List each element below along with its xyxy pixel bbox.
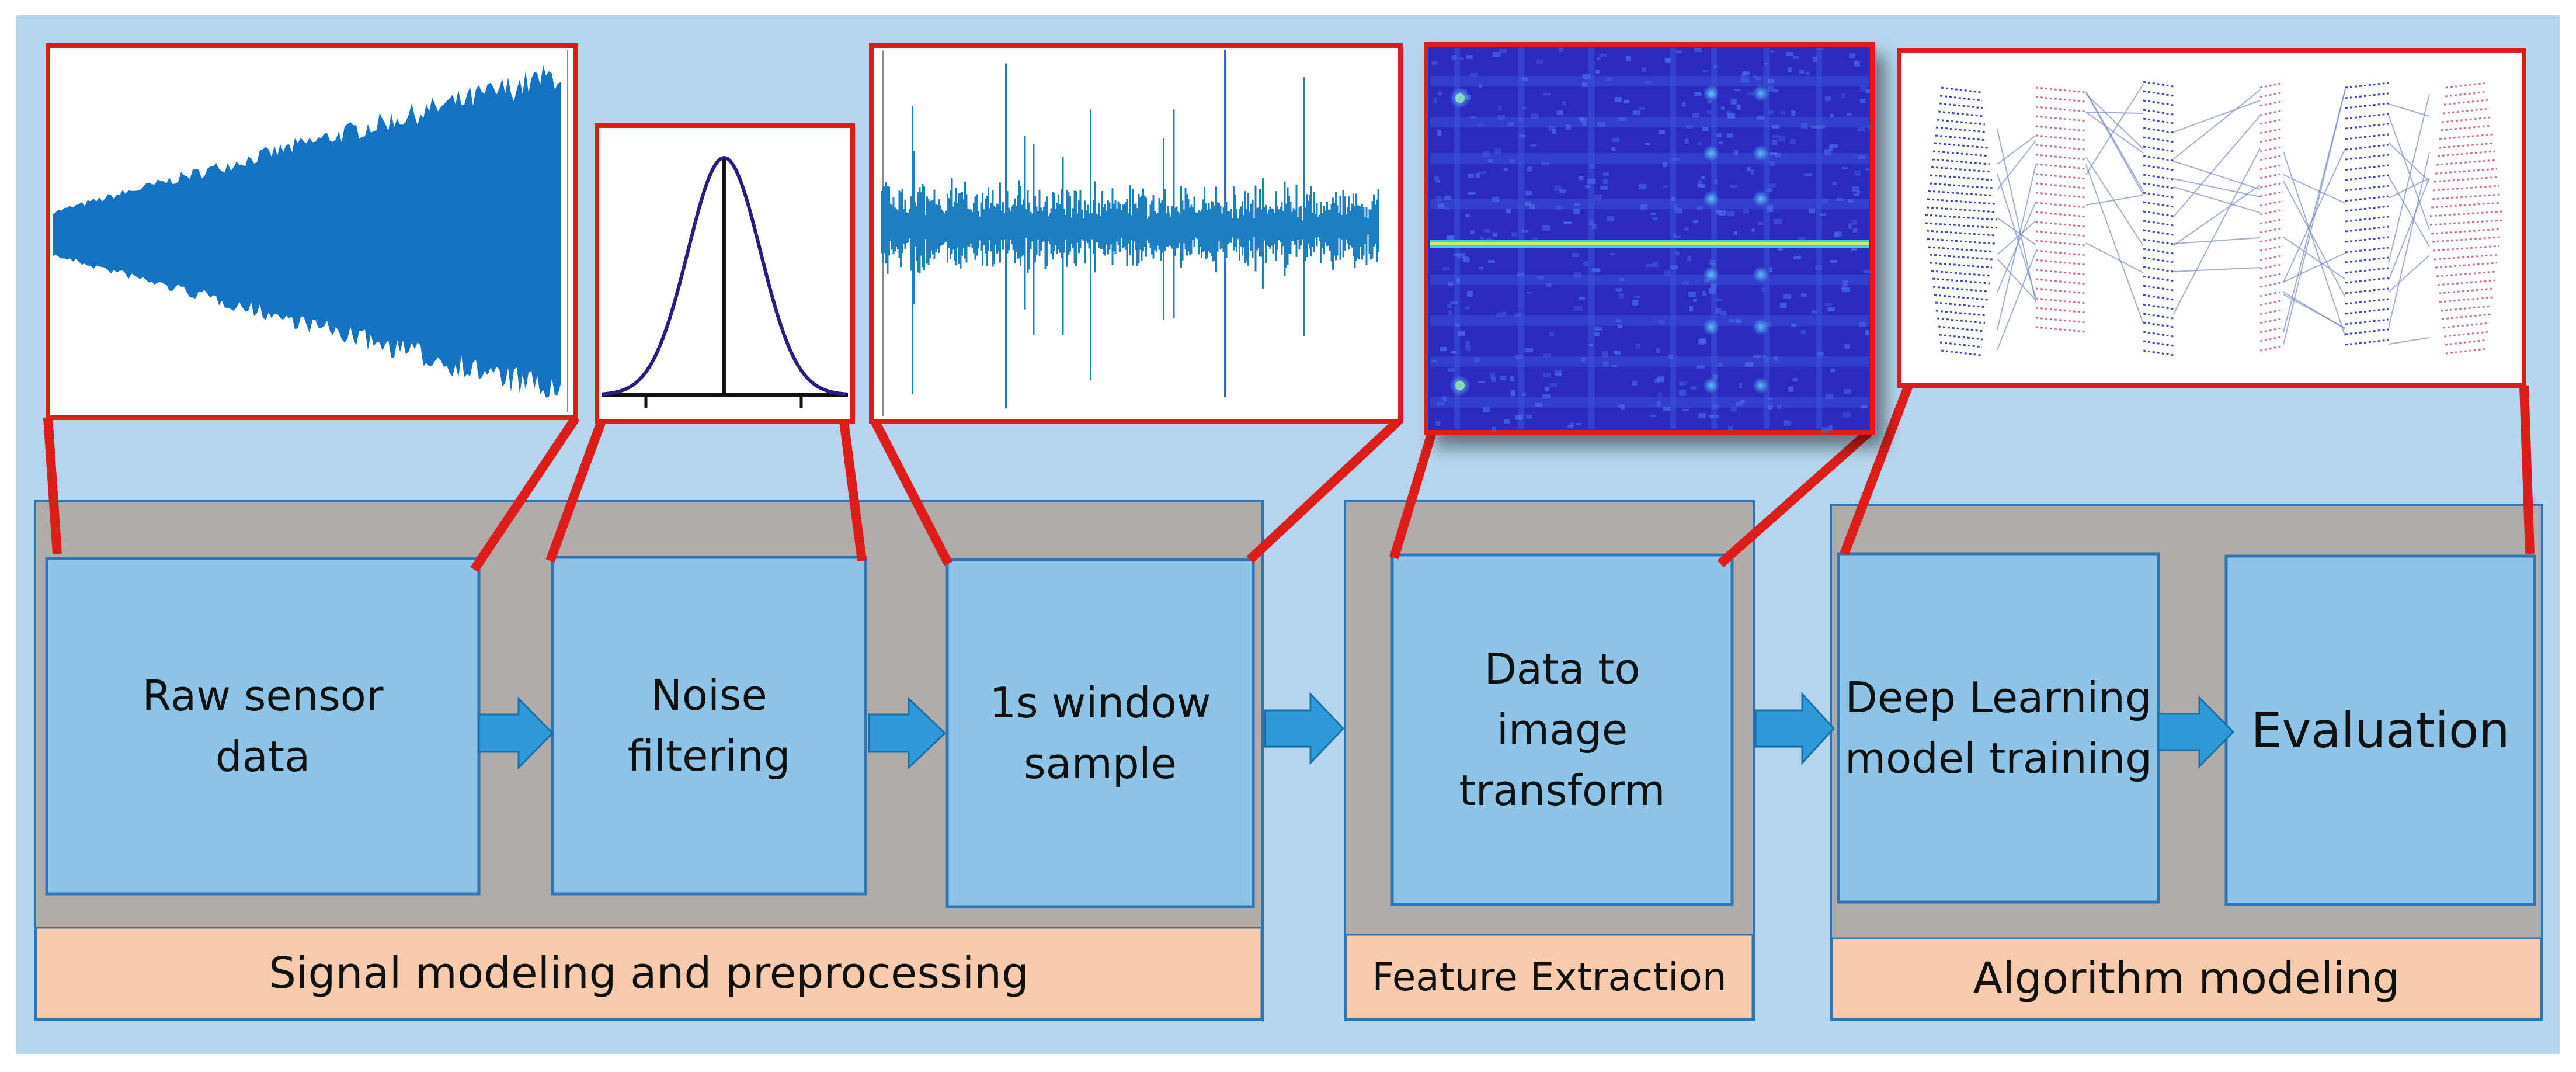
growing-waveform-plot	[46, 43, 578, 420]
network-layers	[1925, 81, 2503, 356]
arrow-right-icon	[2157, 695, 2235, 769]
band-feature-extraction	[1345, 934, 1754, 1020]
waveform-signal	[881, 50, 1379, 409]
band-algorithm-modeling	[1831, 937, 2542, 1020]
heatmap-image	[1424, 42, 1875, 435]
arrow-right-icon	[478, 696, 554, 770]
step-noise-filtering	[551, 556, 867, 896]
waveform-signal	[53, 65, 561, 398]
step-raw-sensor-data	[45, 557, 481, 896]
neural-network-diagram	[1897, 48, 2526, 388]
spiky-waveform-plot	[869, 43, 1403, 424]
heatmap-pattern	[1430, 48, 1871, 433]
step-deep-learning	[1837, 552, 2160, 904]
step-1s-window-sample	[945, 558, 1255, 908]
gaussian-curve-plot	[595, 123, 855, 424]
arrow-right-icon	[1264, 692, 1345, 765]
step-evaluation	[2224, 554, 2536, 906]
band-signal-modeling	[35, 927, 1263, 1020]
step-data-to-image	[1390, 553, 1734, 906]
arrow-right-icon	[1754, 692, 1835, 765]
zoom-connector-lines	[43, 384, 2535, 573]
gaussian-curve	[601, 155, 847, 396]
arrow-right-icon	[868, 696, 947, 770]
